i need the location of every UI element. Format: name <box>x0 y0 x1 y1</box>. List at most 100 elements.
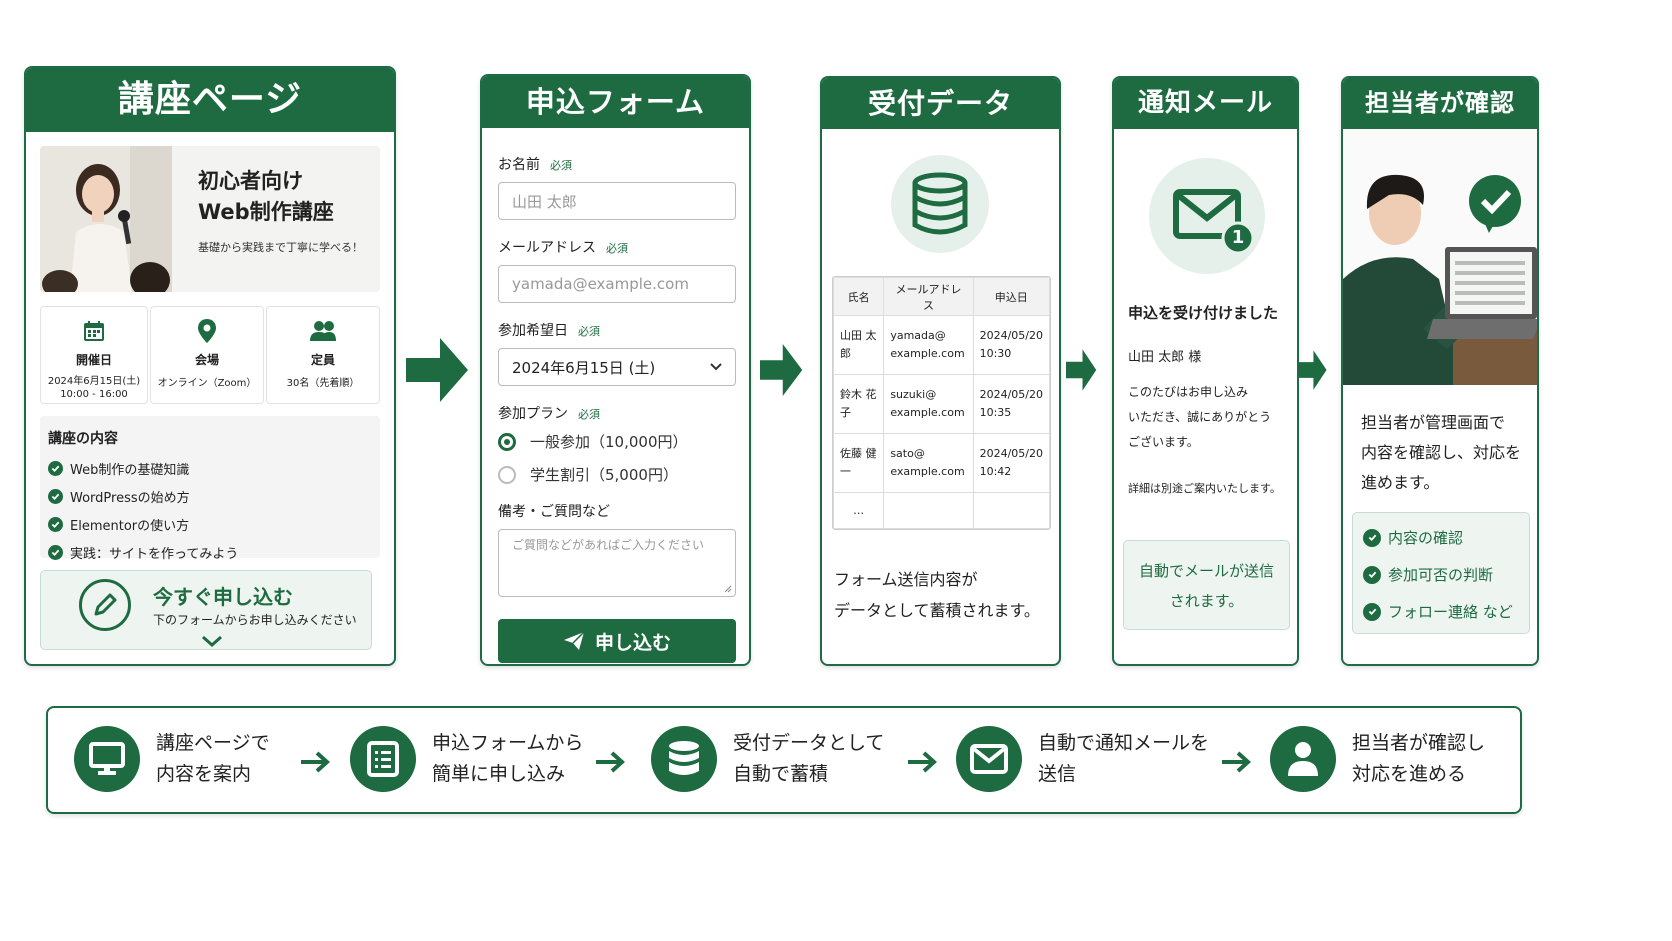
cell-date-line2: 10:30 <box>979 347 1012 360</box>
cell-email-line1: suzuki@ <box>890 388 937 401</box>
name-input[interactable]: 山田 太郎 <box>498 182 736 220</box>
plan-label-text: 参加プラン <box>498 406 568 422</box>
cell-email-line2: example.com <box>890 347 965 360</box>
required-badge: 必須 <box>550 159 572 172</box>
hero-subtitle: 基礎から実践まで丁寧に学べる！ <box>198 241 363 254</box>
flow-step-text: 講座ページで内容を案内 <box>156 728 270 790</box>
plan-option-text: 一般参加（10,000円） <box>530 433 688 451</box>
cell-date-line2: 10:42 <box>979 465 1012 478</box>
mail-body: このたびはお申し込み いただき、誠にありがとう ございます。 <box>1128 380 1271 455</box>
submit-button[interactable]: 申し込む <box>498 619 736 663</box>
hero-title: 初心者向け Web制作講座 <box>198 166 334 228</box>
info-date-value: 2024年6月15日(土) <box>47 376 141 387</box>
form-body: お名前必須 山田 太郎 メールアドレス必須 yamada@example.com… <box>498 154 736 663</box>
resize-handle-icon[interactable] <box>724 585 732 593</box>
flow-step-text: 担当者が確認し対応を進める <box>1352 728 1485 790</box>
flow-step-data: 受付データとして自動で蓄積 <box>651 726 884 792</box>
chevron-down-icon <box>710 363 722 371</box>
cell-email: suzuki@example.com <box>883 374 974 434</box>
radio-selected-icon <box>498 432 516 451</box>
arrow-right-icon <box>301 751 330 773</box>
form-card-title: 申込フォーム <box>482 76 749 128</box>
info-box-date: 開催日 2024年6月15日(土) 10:00 - 16:00 <box>40 306 148 404</box>
flow-arrow-icon <box>1299 350 1327 390</box>
check-icon <box>48 545 63 560</box>
cell-email-line1: yamada@ <box>890 329 946 342</box>
check-icon <box>48 489 63 504</box>
apply-now-button[interactable]: 今すぐ申し込む 下のフォームからお申し込みください <box>40 570 372 650</box>
data-caption-line2: データとして蓄積されます。 <box>834 601 1040 620</box>
staff-task-text: 参加可否の判断 <box>1388 566 1494 584</box>
flow-text-line2: 内容を案内 <box>156 763 252 785</box>
application-form-card: 申込フォーム お名前必須 山田 太郎 メールアドレス必須 yamada@exam… <box>480 74 751 666</box>
date-select[interactable]: 2024年6月15日 (土) <box>498 348 736 386</box>
staff-illustration <box>1343 129 1537 385</box>
info-date-label: 開催日 <box>75 353 112 367</box>
staff-task-text: フォロー連絡 など <box>1388 603 1513 621</box>
flow-text-line2: 簡単に申し込み <box>432 763 566 785</box>
hero-title-line2: Web制作講座 <box>198 200 334 224</box>
auto-send-note-line2: されます。 <box>1169 592 1244 610</box>
flow-step-text: 自動で通知メールを送信 <box>1038 728 1209 790</box>
chevron-down-icon <box>202 635 222 647</box>
database-icon <box>651 726 717 792</box>
monitor-icon <box>74 726 140 792</box>
mail-body-line2: いただき、誠にありがとう <box>1128 410 1272 424</box>
cell-date-line1: 2024/05/20 <box>979 447 1043 460</box>
plan-radio-student[interactable]: 学生割引（5,000円） <box>498 464 736 485</box>
radio-unselected-icon <box>498 465 516 484</box>
mail-icon <box>956 726 1022 792</box>
location-pin-icon <box>198 319 216 343</box>
flow-step-course: 講座ページで内容を案内 <box>74 726 270 792</box>
mail-count-badge: 1 <box>1231 227 1245 248</box>
name-label-text: お名前 <box>498 157 540 173</box>
flow-text-line1: 自動で通知メールを <box>1038 732 1210 754</box>
cell-email: sato@example.com <box>883 433 974 493</box>
calendar-icon <box>84 321 104 341</box>
cell-email-line2: example.com <box>890 465 965 478</box>
check-icon <box>1363 602 1381 621</box>
content-item-text: 実践：サイトを作ってみよう <box>70 547 239 562</box>
flow-text-line1: 受付データとして <box>733 732 885 754</box>
flow-text-line1: 担当者が確認し <box>1352 732 1486 754</box>
cell-empty <box>883 492 974 529</box>
flow-step-mail: 自動で通知メールを送信 <box>956 726 1209 792</box>
date-select-value: 2024年6月15日 (土) <box>512 358 656 377</box>
staff-card-title: 担当者が確認 <box>1343 78 1537 129</box>
table-header-name: 氏名 <box>833 277 885 316</box>
flow-text-line2: 対応を進める <box>1352 763 1467 785</box>
staff-confirm-card: 担当者が確認 担当者が管理画面で 内容を確認し、対応を 進めます。 内容の確認 … <box>1341 76 1539 666</box>
cell-date-line1: 2024/05/20 <box>979 388 1043 401</box>
plan-radio-general[interactable]: 一般参加（10,000円） <box>498 431 736 452</box>
submit-label: 申し込む <box>594 631 671 654</box>
info-date-time: 10:00 - 16:00 <box>60 389 128 400</box>
flow-step-text: 受付データとして自動で蓄積 <box>733 728 884 790</box>
email-label: メールアドレス必須 <box>498 237 736 257</box>
flow-arrow-icon <box>1066 349 1097 391</box>
mail-body-line3: ございます。 <box>1128 435 1199 449</box>
mail-recipient: 山田 太郎 様 <box>1128 350 1202 365</box>
check-icon <box>48 461 63 476</box>
check-icon <box>48 517 63 532</box>
notes-textarea[interactable]: ご質問などがあればご入力ください <box>498 529 736 597</box>
content-item: 実践：サイトを作ってみよう <box>48 543 372 562</box>
hero-title-line1: 初心者向け <box>198 169 303 193</box>
mail-body-line1: このたびはお申し込み <box>1128 385 1249 399</box>
arrow-right-icon <box>596 751 625 773</box>
arrow-right-icon <box>1222 751 1251 773</box>
cell-email: yamada@ example.com <box>883 315 974 375</box>
plan-option-text: 学生割引（5,000円） <box>530 466 678 484</box>
cell-empty <box>972 492 1050 529</box>
cell-name: 鈴木 花子 <box>833 374 885 434</box>
data-card-title: 受付データ <box>822 78 1059 129</box>
database-icon <box>891 155 989 253</box>
info-venue-label: 会場 <box>194 353 219 367</box>
staff-task-item: 内容の確認 <box>1363 527 1519 548</box>
email-input[interactable]: yamada@example.com <box>498 265 736 303</box>
auto-send-note-line1: 自動でメールが送信 <box>1138 562 1274 580</box>
staff-desc-line1: 担当者が管理画面で <box>1361 413 1506 432</box>
email-label-text: メールアドレス <box>498 240 596 256</box>
content-item-text: WordPressの始め方 <box>70 491 190 506</box>
check-icon <box>1363 528 1381 547</box>
